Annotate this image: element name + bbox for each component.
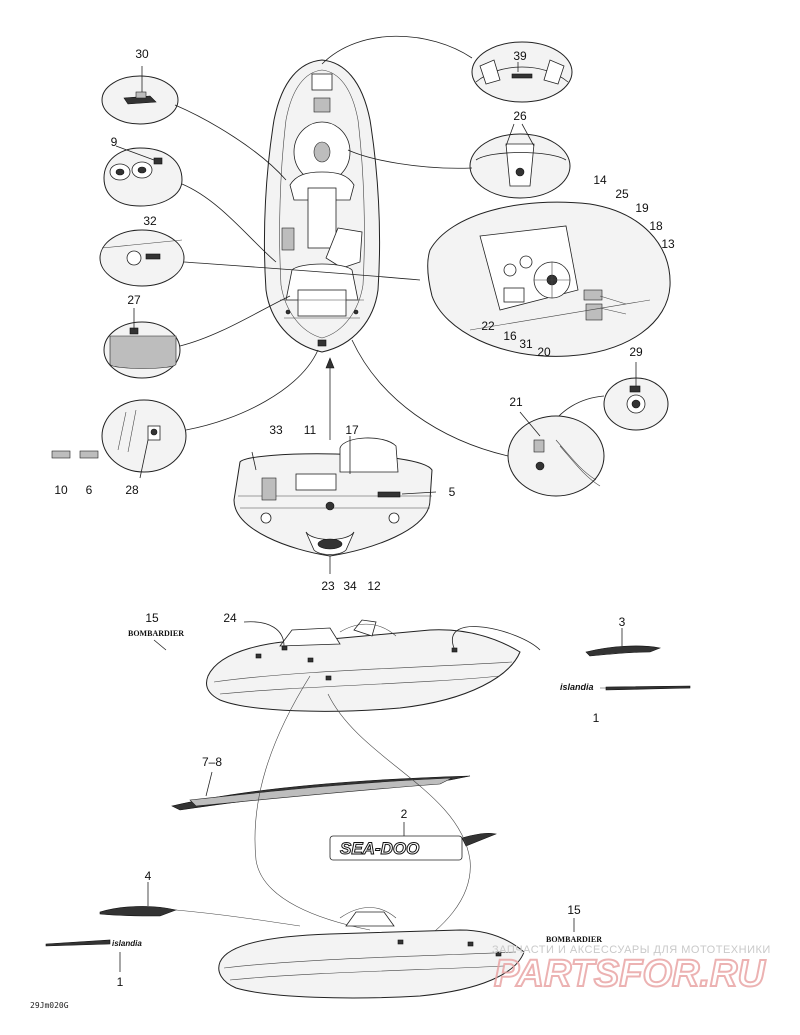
connector-line	[327, 693, 471, 951]
decal-1-islandia-lower	[45, 939, 111, 947]
callout-20: 20	[537, 345, 551, 359]
detail-26	[347, 123, 571, 199]
callout-39: 39	[513, 49, 527, 63]
detail-32	[99, 229, 421, 287]
bombardier-logo-top: BOMBARDIER	[128, 629, 184, 638]
boat-side-view-bottom	[119, 907, 575, 999]
callout-28: 28	[125, 483, 139, 497]
detail-29	[547, 362, 669, 431]
callout-1-top: 1	[593, 711, 600, 725]
islandia-logo-bottom: islandia	[112, 939, 142, 948]
callout-6: 6	[86, 483, 93, 497]
decal-7-8-stripe	[171, 771, 471, 811]
detail-30	[101, 66, 287, 181]
callout-14: 14	[593, 173, 607, 187]
callout-12: 12	[367, 579, 381, 593]
callout-15-bottom: 15	[567, 903, 581, 917]
callout-31: 31	[519, 337, 533, 351]
callout-1-bottom: 1	[117, 975, 124, 989]
watermark-logo: PARTSFOR.RU	[494, 953, 766, 995]
boat-stern-view	[233, 357, 437, 574]
callout-9: 9	[111, 135, 118, 149]
callout-5: 5	[449, 485, 456, 499]
detail-9	[103, 145, 277, 263]
decal-4-stripe	[99, 882, 178, 917]
callout-4: 4	[145, 869, 152, 883]
decal-2-seadoo	[329, 822, 497, 861]
detail-27	[103, 295, 291, 379]
callout-29: 29	[629, 345, 643, 359]
callout-15-top: 15	[145, 611, 159, 625]
decal-1-islandia-stripe	[600, 685, 691, 691]
boat-side-view-top	[153, 619, 541, 712]
callout-17: 17	[345, 423, 359, 437]
connector-line	[254, 675, 371, 931]
callout-24: 24	[223, 611, 237, 625]
detail-28	[101, 349, 319, 479]
callout-19: 19	[635, 201, 649, 215]
detail-console	[427, 201, 671, 357]
callout-33: 33	[269, 423, 283, 437]
callout-23: 23	[321, 579, 335, 593]
connector-line	[175, 909, 301, 927]
watermark-tagline: ЗАПЧАСТИ И АКСЕССУАРЫ ДЛЯ МОТОТЕХНИКИ	[492, 944, 771, 956]
callout-16: 16	[503, 329, 517, 343]
callout-11: 11	[304, 423, 317, 437]
callout-25: 25	[615, 187, 629, 201]
callout-3: 3	[619, 615, 626, 629]
callout-2: 2	[401, 807, 408, 821]
callout-22: 22	[481, 319, 495, 333]
callout-27: 27	[127, 293, 141, 307]
decals-10-6	[51, 450, 99, 459]
callout-32: 32	[143, 214, 157, 228]
boat-top-view	[263, 59, 381, 353]
callout-18: 18	[649, 219, 663, 233]
callout-13: 13	[661, 237, 675, 251]
islandia-logo-top: islandia	[560, 682, 594, 692]
detail-21	[351, 339, 605, 497]
callout-7-8: 7–8	[202, 755, 222, 769]
seadoo-logo: SEA-DOO	[340, 839, 419, 858]
decal-3-stripe	[585, 628, 662, 657]
callout-10: 10	[54, 483, 68, 497]
callout-34: 34	[343, 579, 357, 593]
bombardier-logo-bottom: BOMBARDIER	[546, 935, 602, 944]
diagram-code: 29Jm020G	[30, 1001, 69, 1010]
callout-26: 26	[513, 109, 527, 123]
detail-39	[321, 35, 573, 103]
callout-30: 30	[135, 47, 149, 61]
callout-21: 21	[509, 395, 523, 409]
